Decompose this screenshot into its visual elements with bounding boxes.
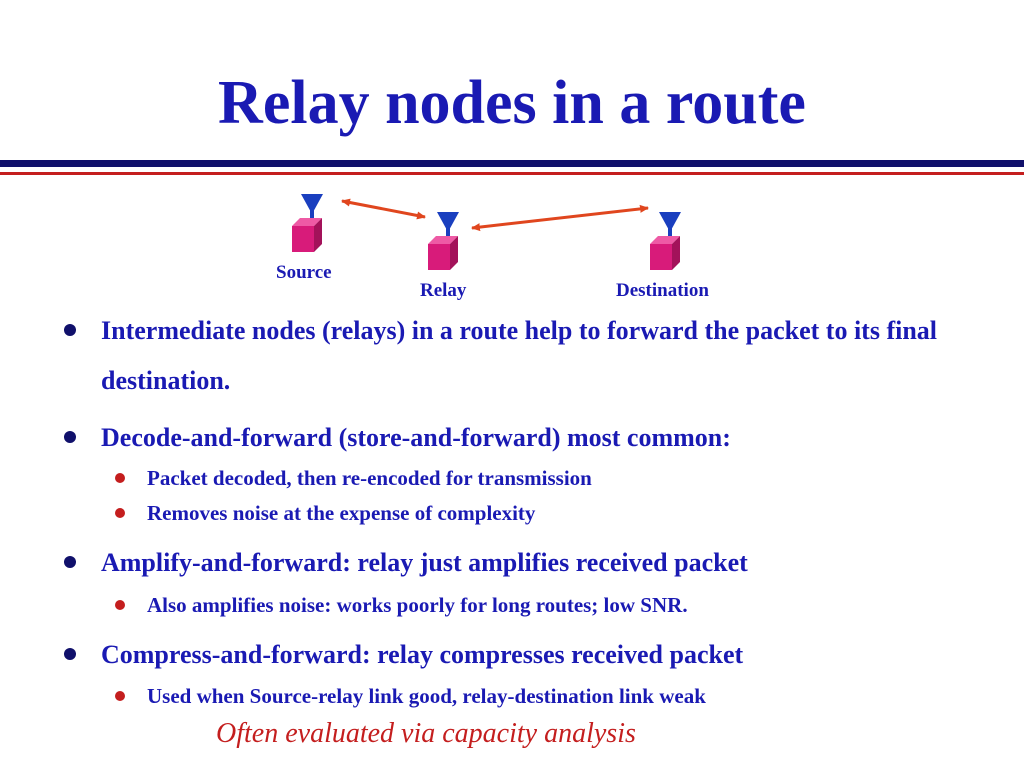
- source-label: Source: [276, 262, 332, 283]
- title-divider-red: [0, 172, 1024, 175]
- sub-bullet-text: Packet decoded, then re-encoded for tran…: [147, 466, 592, 490]
- sub-bullet-item: Removes noise at the expense of complexi…: [115, 499, 967, 527]
- bullet-item: Decode-and-forward (store-and-forward) m…: [64, 413, 981, 463]
- link-arrow-relay-destination: [471, 204, 649, 232]
- relay-diagram-graphic: [292, 194, 681, 270]
- bullet-text: Decode-and-forward (store-and-forward) m…: [101, 423, 731, 452]
- link-arrow-source-relay: [341, 198, 426, 220]
- bullet-dot: [64, 648, 76, 660]
- sub-bullet-dot: [115, 473, 125, 483]
- sub-bullet-text: Removes noise at the expense of complexi…: [147, 501, 536, 525]
- relay-node-icon: [428, 212, 459, 270]
- relay-diagram: Source Relay Destination: [0, 0, 1024, 310]
- relay-label: Relay: [420, 280, 467, 301]
- sub-bullet-dot: [115, 600, 125, 610]
- source-node-icon: [292, 194, 323, 252]
- bullet-text: Intermediate nodes (relays) in a route h…: [101, 316, 938, 395]
- sub-bullet-text: Used when Source-relay link good, relay-…: [147, 684, 706, 708]
- bullet-item: Intermediate nodes (relays) in a route h…: [64, 306, 981, 406]
- destination-node-icon: [650, 212, 681, 270]
- sub-bullet-dot: [115, 508, 125, 518]
- bullet-dot: [64, 324, 76, 336]
- bullet-item: Amplify-and-forward: relay just amplifie…: [64, 538, 981, 588]
- sub-bullet-item: Used when Source-relay link good, relay-…: [115, 682, 967, 710]
- bullet-dot: [64, 556, 76, 568]
- sub-bullet-item: Also amplifies noise: works poorly for l…: [115, 591, 967, 619]
- title-divider-navy: [0, 160, 1024, 167]
- bullet-text: Compress-and-forward: relay compresses r…: [101, 640, 744, 669]
- footnote: Often evaluated via capacity analysis: [216, 718, 636, 749]
- sub-bullet-item: Packet decoded, then re-encoded for tran…: [115, 464, 967, 492]
- slide-title: Relay nodes in a route: [218, 69, 806, 137]
- sub-bullet-text: Also amplifies noise: works poorly for l…: [147, 593, 688, 617]
- bullet-item: Compress-and-forward: relay compresses r…: [64, 630, 981, 680]
- destination-label: Destination: [616, 280, 709, 301]
- sub-bullet-dot: [115, 691, 125, 701]
- bullet-text: Amplify-and-forward: relay just amplifie…: [101, 548, 748, 577]
- bullet-dot: [64, 431, 76, 443]
